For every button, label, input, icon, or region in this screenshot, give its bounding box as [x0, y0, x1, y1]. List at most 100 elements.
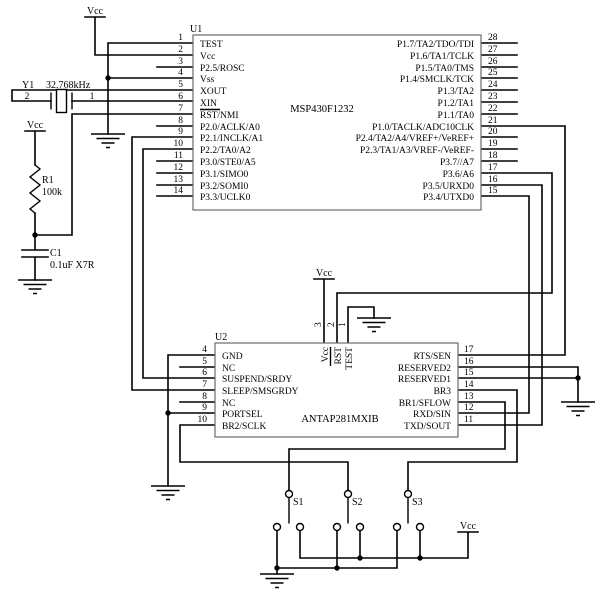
crystal-pin1-number: 1	[90, 92, 95, 102]
pin-number: 11	[174, 151, 183, 161]
u2-part-number: ANTAP281MXIB	[301, 414, 378, 425]
junction-dot	[32, 232, 38, 238]
pin-label: BR2/SCLK	[222, 422, 266, 432]
resistor-r1: R1 100k	[28, 164, 62, 214]
pin-number: 5	[202, 357, 207, 367]
junction-dot	[165, 410, 171, 416]
pin-label: P1.6/TA1/TCLK	[410, 52, 474, 62]
pin-number: 19	[488, 139, 498, 149]
pin-number: 1	[338, 322, 348, 327]
crystal-pin2-number: 2	[25, 92, 30, 102]
junction-dot	[274, 565, 280, 571]
switch-terminal	[272, 522, 282, 532]
u2-chip-body	[214, 342, 459, 438]
pin-number: 20	[488, 127, 498, 137]
switch-terminal	[403, 489, 413, 499]
crystal-value: 32.768kHz	[46, 80, 91, 91]
pin-number: 13	[464, 392, 474, 402]
pin-label: P3.6/A6	[443, 170, 475, 180]
u1-right-pin-labels: P1.7/TA2/TDO/TDI P1.6/TA1/TCLK P1.5/TA0/…	[356, 40, 475, 203]
u1-left-pin-numbers: 1 2 3 4 5 6 7 8 9 10 11 12 13 14	[174, 33, 184, 196]
vcc-label: Vcc	[460, 521, 477, 532]
pin-label: P2.5/ROSC	[200, 64, 245, 74]
pin-label: SUSPEND/SRDY	[222, 375, 292, 385]
u1-chip-body	[192, 34, 482, 211]
switch-terminal	[415, 522, 425, 532]
pin-label: P1.5/TA0/TMS	[415, 64, 474, 74]
pin-number: 6	[202, 368, 207, 378]
u1-ref: U1	[190, 24, 202, 35]
junction-dots	[32, 75, 581, 571]
switch-ref: S1	[293, 497, 304, 508]
crystal-plates	[50, 92, 73, 110]
pin-label: P2.1/INCLK/A1	[200, 134, 263, 144]
pin-label: XIN	[200, 99, 217, 109]
pin-label: BR1/SFLOW	[399, 399, 451, 409]
vcc-label: Vcc	[87, 6, 104, 17]
pin-label: TEST	[200, 40, 223, 50]
pin-label: P1.7/TA2/TDO/TDI	[397, 40, 474, 50]
pin-number: 13	[174, 175, 184, 185]
pin-number: 4	[178, 68, 183, 78]
switch-terminal	[355, 522, 365, 532]
pin-number: 11	[464, 415, 473, 425]
pin-number: 8	[202, 392, 207, 402]
junction-dot	[357, 555, 363, 561]
pin-label: P3.1/SIMO0	[200, 170, 249, 180]
pin-label: RST	[334, 347, 344, 365]
pin-number: 2	[178, 45, 183, 55]
pin-label: TEST	[345, 347, 355, 370]
u2-left-pin-numbers: 4 5 6 7 8 9 10	[198, 345, 208, 425]
pin-label: P3.2/SOMI0	[200, 182, 249, 192]
pin-number: 14	[464, 380, 474, 390]
pin-label: RTS/SEN	[414, 352, 452, 362]
pin-number: 4	[202, 345, 207, 355]
crystal-ref: Y1	[22, 80, 34, 91]
pin-number: 5	[178, 80, 183, 90]
pin-label: P1.0/TACLK/ADC10CLK	[372, 123, 474, 133]
switch-terminal	[343, 489, 353, 499]
pin-label: P3.7//A7	[440, 158, 474, 168]
u2-top-pins: 3 2 1 Vcc RST TEST	[314, 322, 355, 370]
pin-number: 7	[202, 380, 207, 390]
resistor-ref: R1	[42, 175, 54, 186]
pin-number: 2	[327, 322, 337, 327]
pin-label: NC	[222, 399, 235, 409]
pin-number: 22	[488, 104, 498, 114]
pin-number: 27	[488, 45, 498, 55]
junction-dot	[417, 555, 423, 561]
pin-label: P2.4/TA2/A4/VREF+/VeREF+	[356, 134, 474, 144]
pin-label: RESERVED1	[398, 375, 451, 385]
pin-number: 21	[488, 116, 498, 126]
pin-number: 1	[178, 33, 183, 43]
pin-label: Vss	[200, 75, 215, 85]
u2-right-pin-labels: RTS/SEN RESERVED2 RESERVED1 BR3 BR1/SFLO…	[398, 352, 451, 432]
capacitor-ref: C1	[50, 248, 62, 259]
u1-right-pin-numbers: 28 27 26 25 24 23 22 21 20 19 18 17 16 1…	[488, 33, 498, 196]
pin-label: P2.3/TA1/A3/VREF-/VeREF-	[360, 146, 474, 156]
pin-number: 23	[488, 92, 498, 102]
switch-terminal	[295, 522, 305, 532]
u2-right-pin-numbers: 17 16 15 14 13 12 11	[464, 345, 474, 425]
switch-terminal	[284, 489, 294, 499]
pin-label: P3.3/UCLK0	[200, 193, 251, 203]
u1-left-pin-labels: TEST Vcc P2.5/ROSC Vss XOUT XIN RST/NMI …	[200, 40, 263, 203]
vcc-label: Vcc	[316, 268, 333, 279]
pin-label: RESERVED2	[398, 364, 451, 374]
pin-label: P1.2/TA1	[438, 99, 475, 109]
pin-label: P1.1/TA0	[438, 111, 475, 121]
pin-number: 28	[488, 33, 498, 43]
pin-number: 17	[464, 345, 474, 355]
pin-label: GND	[222, 352, 243, 362]
pin-label: BR3	[434, 387, 452, 397]
u2-left-pin-labels: GND NC SUSPEND/SRDY SLEEP/SMSGRDY NC POR…	[222, 352, 299, 432]
pin-label: PORTSEL	[222, 410, 263, 420]
pin-label: NC	[222, 364, 235, 374]
pin-label: SLEEP/SMSGRDY	[222, 387, 299, 397]
pin-number: 9	[178, 127, 183, 137]
junction-dot	[334, 565, 340, 571]
switch-s2: S2	[332, 489, 365, 532]
pin-label: P1.4/SMCLK/TCK	[400, 75, 474, 85]
u2-ref: U2	[215, 332, 227, 343]
wire-net	[167, 278, 579, 492]
